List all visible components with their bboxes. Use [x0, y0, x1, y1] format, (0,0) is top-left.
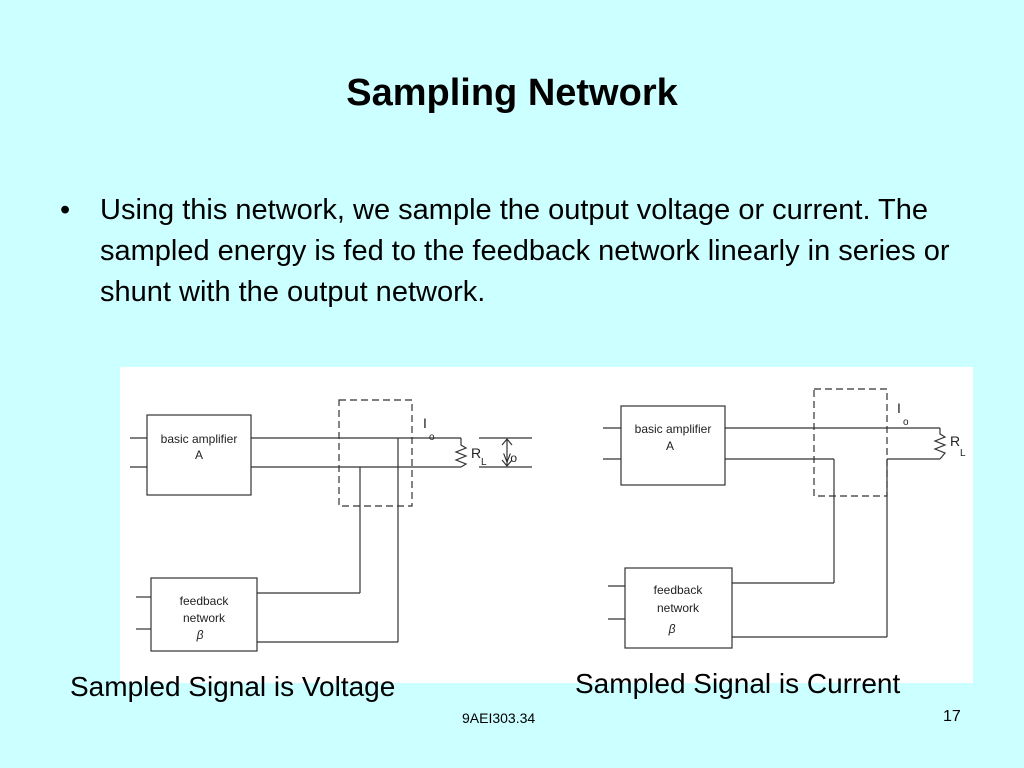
left-feedback-label-2: network — [183, 611, 226, 625]
circuit-diagrams: basic amplifier A feedback network β I o… — [130, 388, 966, 652]
sampling-network-figure: basic amplifier A feedback network β I o… — [120, 367, 973, 683]
right-sampling-box — [813, 388, 888, 497]
caption-voltage-sampling: Sampled Signal is Voltage — [70, 671, 396, 702]
left-amplifier-label: basic amplifier — [161, 432, 238, 446]
left-load-resistor — [454, 438, 468, 468]
bullet-text: Using this network, we sample the output… — [100, 194, 950, 308]
right-feedback-label-2: network — [657, 601, 700, 615]
right-amplifier-gain: A — [666, 439, 674, 453]
right-feedback-label-1: feedback — [654, 583, 704, 597]
right-current-subscript: o — [903, 417, 909, 428]
footer-page-number: 17 — [943, 708, 961, 725]
right-feedback-block — [624, 567, 733, 649]
right-load-resistor — [933, 428, 947, 460]
left-sampling-box — [338, 399, 413, 507]
bullet-symbol: • — [60, 194, 71, 226]
left-current-subscript: o — [429, 432, 435, 443]
left-feedback-label-1: feedback — [180, 594, 230, 608]
right-amplifier-block — [620, 405, 726, 486]
left-amplifier-block — [146, 414, 252, 496]
right-load-subscript: L — [960, 448, 966, 459]
caption-current-sampling: Sampled Signal is Current — [575, 668, 901, 699]
left-load-subscript: L — [481, 457, 487, 468]
left-load-label: R — [471, 445, 481, 461]
footer-course-code: 9AEI303.34 — [462, 710, 536, 726]
left-feedback-block — [150, 577, 258, 652]
right-beta-symbol: β — [668, 622, 676, 636]
right-amplifier-label: basic amplifier — [635, 422, 712, 436]
slide-title: Sampling Network — [346, 72, 678, 114]
left-amplifier-gain: A — [195, 448, 203, 462]
left-voltage-label: Vo — [503, 451, 517, 465]
right-current-label: I — [897, 400, 901, 416]
right-load-label: R — [950, 433, 960, 449]
left-beta-symbol: β — [196, 628, 204, 642]
left-current-label: I — [423, 415, 427, 431]
